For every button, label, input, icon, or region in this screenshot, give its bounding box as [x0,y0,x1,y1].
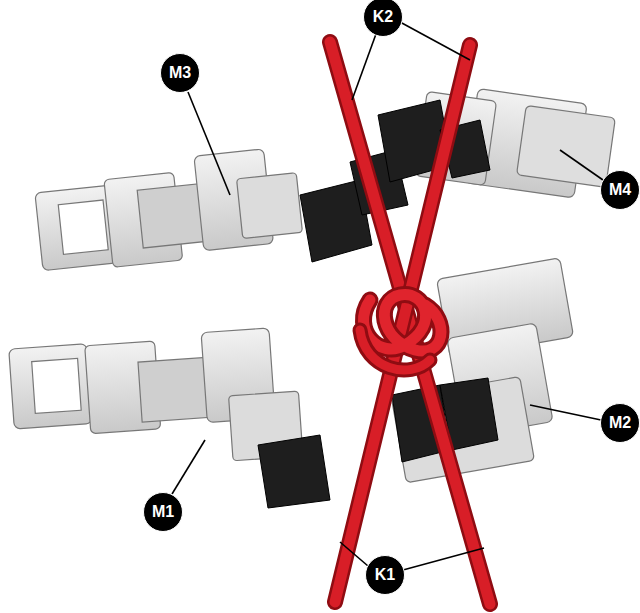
rod [330,42,490,604]
callout-circle: K1 [365,555,405,595]
callout-label: M2 [609,415,631,431]
callout-label: M4 [609,182,631,198]
leader-line [172,22,603,570]
callout-circle: M2 [600,403,640,443]
callout-circle: M4 [600,170,640,210]
callout-circle: K2 [363,0,403,37]
callout-circle: M1 [143,492,183,532]
callout-label: M3 [169,65,191,81]
callout-label: K2 [373,9,393,25]
callout-label: M1 [152,504,174,520]
module-chain [9,326,303,476]
knot [360,295,441,370]
callout-circle: M3 [160,53,200,93]
callout-label: K1 [375,567,395,583]
module-chain [33,146,304,275]
